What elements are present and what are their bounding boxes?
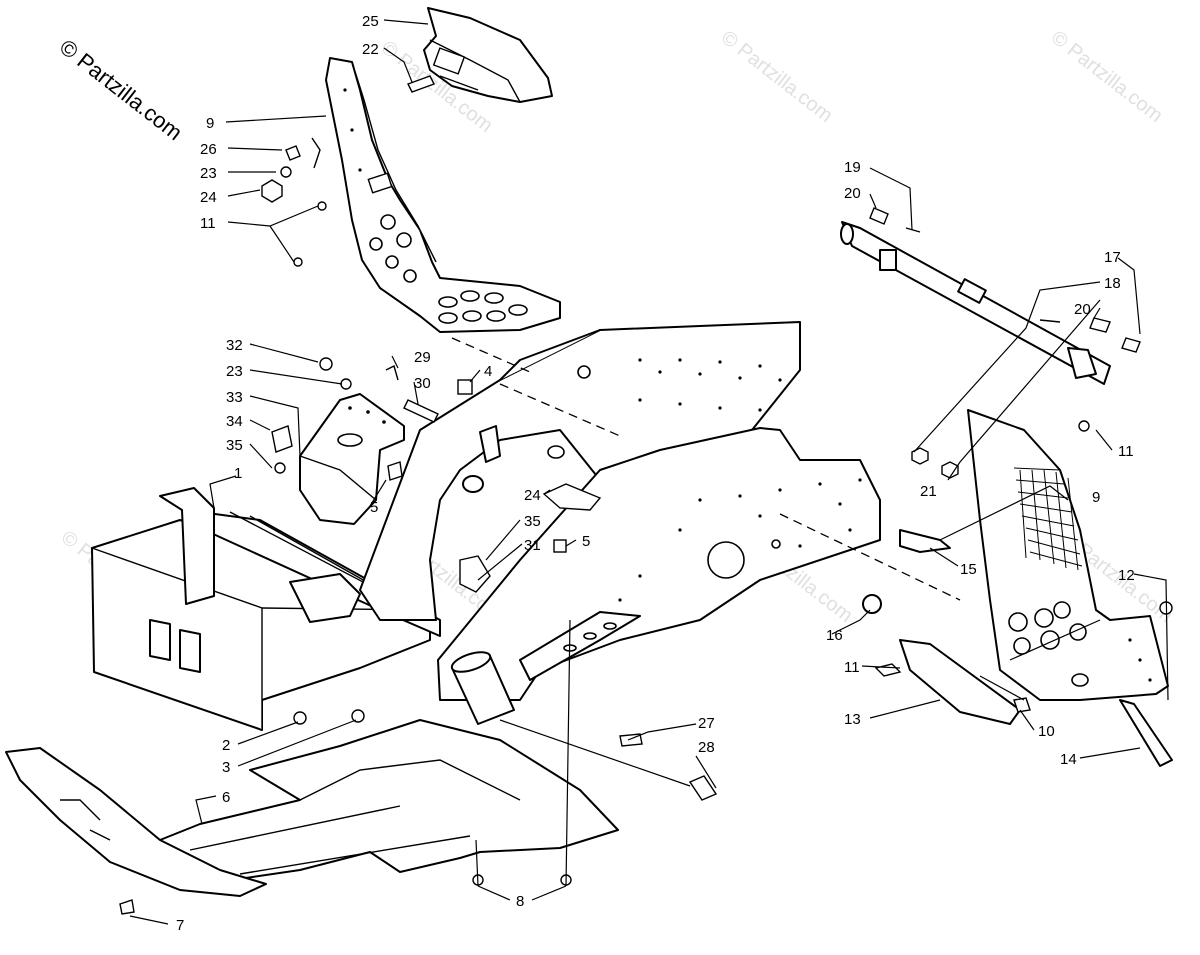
leader-lines [129,19,1169,925]
watermark-faint-2: © Partzilla.com [717,27,837,127]
callout-26: 26 [200,141,217,158]
callout-2: 2 [222,737,230,754]
footrest-grille [1013,467,1083,571]
callout-13: 13 [844,711,861,728]
callout-22: 22 [362,41,379,58]
callout-28: 28 [698,739,715,756]
callout-23-top: 23 [200,165,217,182]
callout-35-left: 35 [226,437,243,454]
part-right-footrest [967,409,1169,701]
callout-12: 12 [1118,567,1135,584]
callout-34: 34 [226,413,243,430]
chassis-rivet-dots [618,358,862,602]
callout-8: 8 [516,893,524,910]
callout-20-right: 20 [1074,301,1091,318]
callout-24-mid: 24 [524,487,541,504]
callout-24-top: 24 [200,189,217,206]
callout-16: 16 [826,627,843,644]
callout-21: 21 [920,483,937,500]
callout-27: 27 [698,715,715,732]
callout-33: 33 [226,389,243,406]
part-skid-plate [5,747,267,897]
hardware-right [119,207,1173,915]
part-left-footrest [325,57,561,333]
callout-labels: 25 22 9 26 23 24 11 32 23 33 34 35 29 30… [176,13,1135,934]
callout-6: 6 [222,789,230,806]
callout-32: 32 [226,337,243,354]
callout-35-mid: 35 [524,513,541,530]
callout-7: 7 [176,917,184,934]
callout-25: 25 [362,13,379,30]
part-steering-bracket [271,357,405,525]
part-steering-shaft [840,221,1111,385]
hardware-upper-left [261,75,435,267]
watermark-main: © Partzilla.com [55,34,187,145]
callout-11-right: 11 [1118,443,1134,460]
callout-10: 10 [1038,723,1055,740]
part-chassis-frame [91,321,881,731]
callout-11-top: 11 [200,215,216,232]
callout-1: 1 [234,465,242,482]
callout-9-right: 9 [1092,489,1100,506]
callout-30: 30 [414,375,431,392]
callout-18: 18 [1104,275,1121,292]
callout-5-left: 5 [370,499,378,516]
callout-5-mid: 5 [582,533,590,550]
callout-20-top: 20 [844,185,861,202]
part-belly-pan [159,719,619,881]
callout-11-lower: 11 [844,659,860,676]
callout-29: 29 [414,349,431,366]
callout-9-left: 9 [206,115,214,132]
callout-31: 31 [524,537,541,554]
callout-14: 14 [1060,751,1077,768]
callout-15: 15 [960,561,977,578]
dashed-alignment-lines [451,337,961,601]
callout-23-mid: 23 [226,363,243,380]
callout-4: 4 [484,363,492,380]
callout-19: 19 [844,159,861,176]
callout-3: 3 [222,759,230,776]
callout-17: 17 [1104,249,1121,266]
part-upper-cowl [423,7,553,103]
watermark-faint-3: © Partzilla.com [1047,27,1167,127]
